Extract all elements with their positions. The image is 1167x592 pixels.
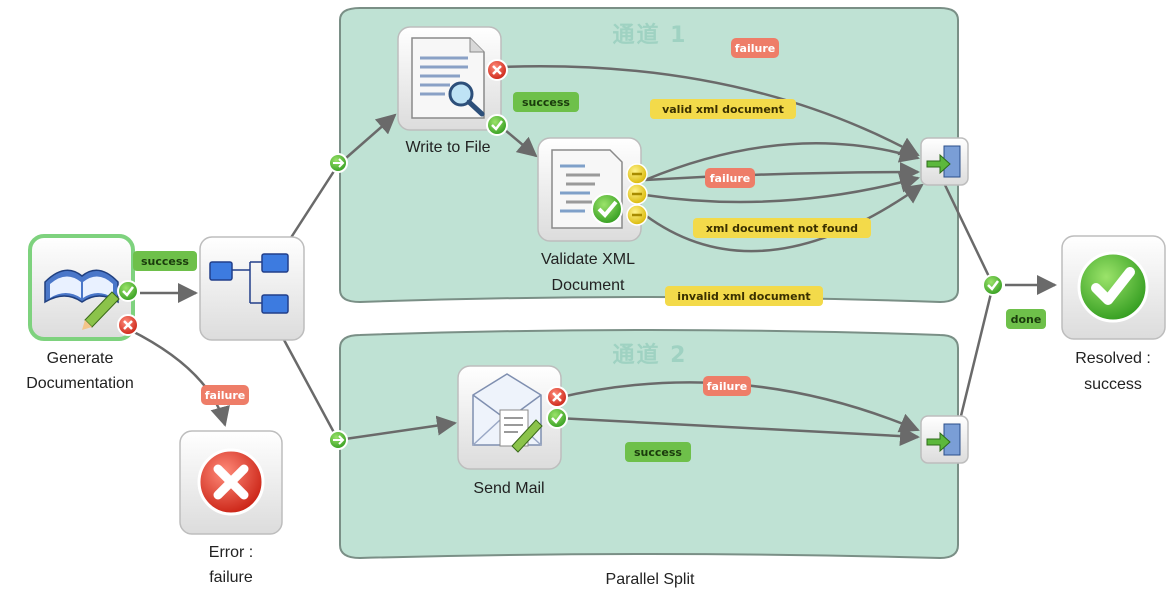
error-label-line2: failure — [209, 569, 253, 586]
generate-failure-x-icon — [117, 314, 139, 336]
join-done-check-icon — [982, 274, 1004, 296]
generate-documentation-node[interactable]: Generate Documentation — [26, 234, 135, 392]
tag-mail-failure: failure — [703, 376, 751, 396]
status-balls — [117, 59, 1004, 450]
tag-xml-not-found: xml document not found — [693, 218, 871, 238]
validate-label-line1: Validate XML — [541, 251, 635, 268]
split-branch-1-arrow-icon — [328, 153, 348, 173]
xml-document-check-icon — [551, 149, 623, 229]
join-node-lane-2[interactable] — [920, 415, 969, 464]
svg-text:success: success — [141, 255, 189, 268]
join-node-lane-1[interactable] — [920, 137, 969, 186]
resolved-label-line2: success — [1084, 376, 1142, 393]
svg-text:xml document not found: xml document not found — [706, 222, 858, 235]
validate-outcome-1-icon — [626, 163, 648, 185]
tag-gen-failure: failure — [201, 385, 249, 405]
exit-door-icon — [926, 423, 961, 456]
resolved-node[interactable]: Resolved : success — [1061, 235, 1166, 393]
tag-write-success: success — [513, 92, 579, 112]
write-success-check-icon — [486, 114, 508, 136]
svg-text:failure: failure — [735, 42, 775, 55]
tags: success failure failure success valid xm… — [133, 38, 1046, 462]
generate-label-line1: Generate — [47, 350, 114, 367]
generate-success-check-icon — [117, 280, 139, 302]
lane-1-title: 通道 1 — [613, 22, 688, 48]
tag-validate-failure: failure — [705, 168, 755, 188]
parallel-split-label: Parallel Split — [606, 571, 695, 588]
tag-invalid-xml: invalid xml document — [665, 286, 823, 306]
tag-done: done — [1006, 309, 1046, 329]
svg-text:failure: failure — [707, 380, 747, 393]
tag-valid-xml: valid xml document — [650, 99, 796, 119]
send-mail-label: Send Mail — [473, 480, 544, 497]
svg-text:success: success — [634, 446, 682, 459]
generate-label-line2: Documentation — [26, 375, 134, 392]
validate-label-line2: Document — [552, 277, 625, 294]
validate-xml-node[interactable]: Validate XML Document — [537, 137, 642, 294]
send-mail-node[interactable]: Send Mail — [457, 365, 562, 497]
success-check-icon — [1077, 251, 1149, 323]
mail-success-check-icon — [546, 407, 568, 429]
tag-gen-success: success — [133, 251, 197, 271]
document-magnifier-icon — [411, 37, 485, 119]
write-to-file-label: Write to File — [405, 139, 490, 156]
svg-text:failure: failure — [710, 172, 750, 185]
mail-failure-x-icon — [546, 386, 568, 408]
error-node[interactable]: Error : failure — [179, 430, 283, 586]
validate-outcome-2-icon — [626, 183, 648, 205]
write-to-file-node[interactable]: Write to File — [397, 26, 502, 156]
exit-door-icon — [926, 145, 961, 178]
book-pencil-icon — [44, 269, 120, 330]
mail-icon — [472, 373, 543, 453]
tag-write-failure: failure — [731, 38, 779, 58]
validate-outcome-3-icon — [626, 204, 648, 226]
parallel-split-node[interactable] — [199, 236, 305, 341]
write-failure-x-icon — [486, 59, 508, 81]
split-branch-2-arrow-icon — [328, 430, 348, 450]
hierarchy-icon — [209, 253, 289, 314]
error-x-icon — [197, 448, 265, 516]
svg-text:failure: failure — [205, 389, 245, 402]
svg-text:valid xml document: valid xml document — [662, 103, 784, 116]
tag-mail-success: success — [625, 442, 691, 462]
svg-text:success: success — [522, 96, 570, 109]
error-label-line1: Error : — [209, 544, 253, 561]
resolved-label-line1: Resolved : — [1075, 350, 1151, 367]
svg-text:invalid xml document: invalid xml document — [677, 290, 810, 303]
lane-2-title: 通道 2 — [613, 342, 688, 368]
svg-text:done: done — [1011, 313, 1042, 326]
